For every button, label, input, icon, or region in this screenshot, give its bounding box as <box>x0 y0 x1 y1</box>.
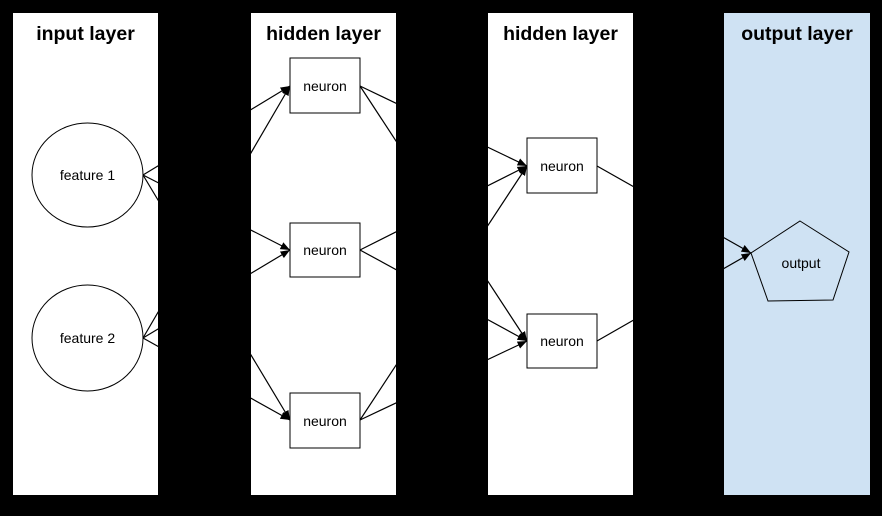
node-out1-shape <box>750 220 850 302</box>
layer-panel-hidden2 <box>488 13 633 495</box>
node-out1-label: output <box>782 255 821 271</box>
node-h1n1-label: neuron <box>303 78 347 94</box>
edge-h1n3-to-h2n1 <box>359 165 528 421</box>
layer-panel-input <box>13 13 158 495</box>
edge-feature2-to-h1n1 <box>142 85 291 339</box>
edge-h1n1-to-h2n2 <box>359 85 528 342</box>
edge-h1n3-to-h2n2 <box>359 340 528 421</box>
edge-h1n1-to-h2n1 <box>359 85 528 167</box>
edge-feature2-to-h1n2 <box>142 249 291 339</box>
node-h2n1-label: neuron <box>540 158 584 174</box>
edge-feature1-to-h1n1 <box>142 85 291 176</box>
node-feature2-shape <box>31 284 144 392</box>
edge-feature1-to-h1n3 <box>142 174 291 421</box>
node-h2n2-label: neuron <box>540 333 584 349</box>
layer-title-hidden2: hidden layer <box>503 23 618 45</box>
edge-h2n1-to-out1 <box>596 165 752 254</box>
node-feature1-shape <box>31 122 144 228</box>
edge-h1n2-to-h2n2 <box>359 249 528 342</box>
node-h1n1-shape <box>289 57 361 114</box>
layer-title-input: input layer <box>36 23 135 45</box>
node-h1n2-shape <box>289 222 361 278</box>
node-h1n2-label: neuron <box>303 242 347 258</box>
edge-feature2-to-h1n3 <box>142 337 291 421</box>
edge-h2n2-to-out1 <box>596 252 752 342</box>
layer-title-output: output layer <box>741 23 853 45</box>
node-h2n1-shape <box>526 137 598 194</box>
node-h2n2-shape <box>526 313 598 369</box>
node-feature2-label: feature 2 <box>60 330 115 346</box>
node-h1n3-shape <box>289 392 361 449</box>
node-feature1-label: feature 1 <box>60 167 115 183</box>
layer-title-hidden1: hidden layer <box>266 23 381 45</box>
node-h1n3-label: neuron <box>303 413 347 429</box>
edge-h1n2-to-h2n1 <box>359 165 528 251</box>
